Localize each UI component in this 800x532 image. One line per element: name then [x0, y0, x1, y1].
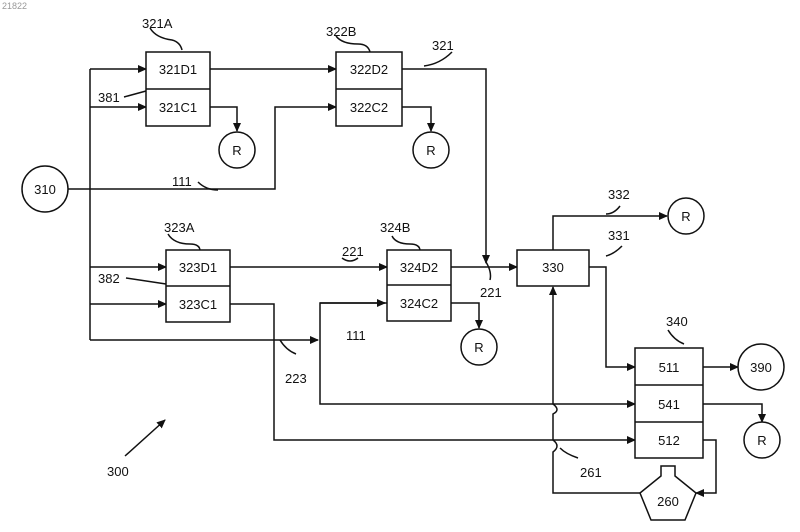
- box-541: 541: [658, 397, 680, 412]
- pentagon-260-label: 260: [657, 494, 679, 509]
- box-512: 512: [658, 433, 680, 448]
- box-321C1: 321C1: [159, 100, 197, 115]
- process-boxes: 321D1 321C1 322D2 322C2 323D1 323C1 324D…: [146, 52, 703, 458]
- svg-text:R: R: [681, 209, 690, 224]
- label-111-bottom: 111: [346, 328, 366, 343]
- label-321A: 321A: [142, 16, 173, 31]
- box-511: 511: [659, 360, 680, 375]
- label-331: 331: [608, 228, 630, 243]
- label-321: 321: [432, 38, 454, 53]
- label-332: 332: [608, 187, 630, 202]
- box-324D2: 324D2: [400, 260, 438, 275]
- figure-arrow: [125, 420, 165, 456]
- pentagon-260: [640, 466, 696, 520]
- label-111-top: 111: [172, 174, 192, 189]
- svg-text:R: R: [474, 340, 483, 355]
- label-leaders: [150, 28, 684, 458]
- corner-id: 21822: [2, 1, 27, 11]
- svg-text:R: R: [426, 143, 435, 158]
- box-324C2: 324C2: [400, 296, 438, 311]
- label-324B: 324B: [380, 220, 410, 235]
- box-323C1: 323C1: [179, 297, 217, 312]
- box-321D1: 321D1: [159, 62, 197, 77]
- box-322C2: 322C2: [350, 100, 388, 115]
- label-382: 382: [98, 271, 120, 286]
- label-221-top: 221: [342, 244, 364, 259]
- label-322B: 322B: [326, 24, 356, 39]
- label-340: 340: [666, 314, 688, 329]
- svg-text:390: 390: [750, 360, 772, 375]
- label-223: 223: [285, 371, 307, 386]
- label-323A: 323A: [164, 220, 195, 235]
- svg-text:310: 310: [34, 182, 56, 197]
- box-330-label: 330: [542, 260, 564, 275]
- label-381: 381: [98, 90, 120, 105]
- svg-text:R: R: [757, 433, 766, 448]
- box-323D1: 323D1: [179, 260, 217, 275]
- label-221-bottom: 221: [480, 285, 502, 300]
- box-322D2: 322D2: [350, 62, 388, 77]
- svg-text:R: R: [232, 143, 241, 158]
- label-261: 261: [580, 465, 602, 480]
- figure-number: 300: [107, 464, 129, 479]
